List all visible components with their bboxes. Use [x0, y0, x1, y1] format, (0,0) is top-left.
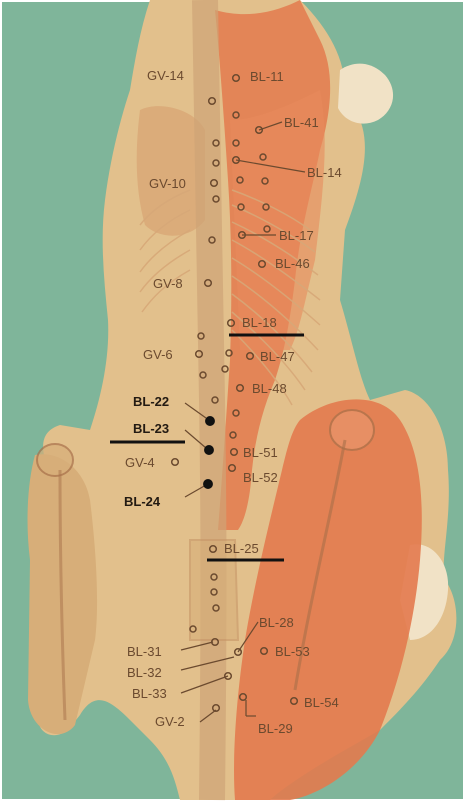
label-gv8: GV-8: [153, 276, 183, 291]
label-bl17: BL-17: [279, 228, 314, 243]
label-bl41: BL-41: [284, 115, 319, 130]
point-bl24: [204, 480, 212, 488]
label-bl46: BL-46: [275, 256, 310, 271]
label-gv4: GV-4: [125, 455, 155, 470]
label-bl18: BL-18: [242, 315, 277, 330]
label-bl31: BL-31: [127, 644, 162, 659]
point-bl22: [206, 417, 214, 425]
point-bl23: [205, 446, 213, 454]
label-bl54: BL-54: [304, 695, 339, 710]
label-bl33: BL-33: [132, 686, 167, 701]
label-bl28: BL-28: [259, 615, 294, 630]
label-bl24: BL-24: [124, 494, 161, 509]
label-bl47: BL-47: [260, 349, 295, 364]
label-gv10: GV-10: [149, 176, 186, 191]
label-bl25: BL-25: [224, 541, 259, 556]
label-bl11: BL-11: [250, 69, 284, 84]
label-bl52: BL-52: [243, 470, 278, 485]
label-bl22: BL-22: [133, 394, 169, 409]
label-gv2: GV-2: [155, 714, 185, 729]
label-bl32: BL-32: [127, 665, 162, 680]
label-bl23: BL-23: [133, 421, 169, 436]
label-bl14: BL-14: [307, 165, 342, 180]
label-bl53: BL-53: [275, 644, 310, 659]
label-bl51: BL-51: [243, 445, 278, 460]
label-gv14: GV-14: [147, 68, 184, 83]
label-bl29: BL-29: [258, 721, 293, 736]
label-bl48: BL-48: [252, 381, 287, 396]
label-gv6: GV-6: [143, 347, 173, 362]
